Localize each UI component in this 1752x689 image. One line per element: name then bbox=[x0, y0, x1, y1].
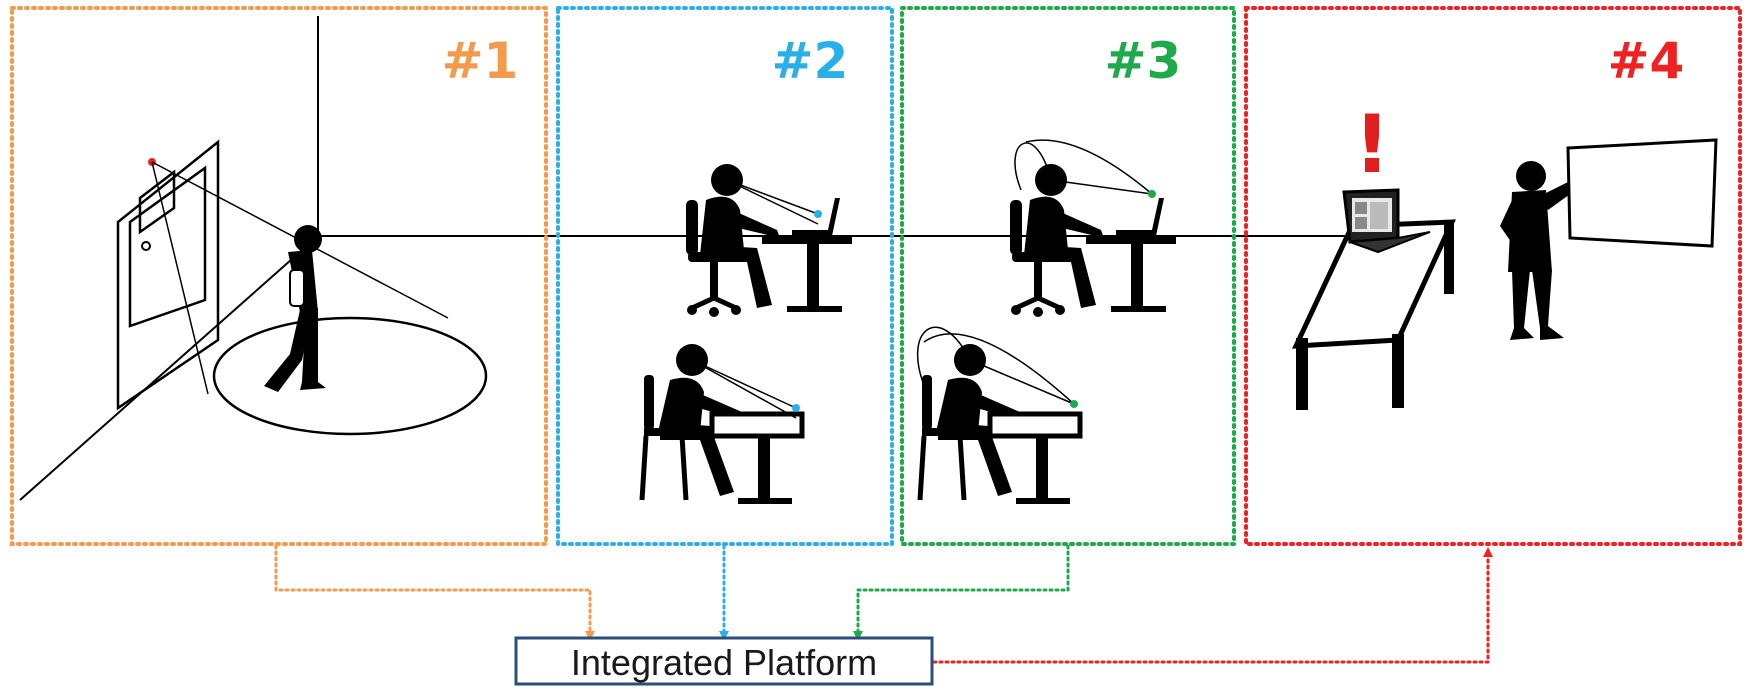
laptop-icon bbox=[1342, 188, 1431, 254]
zone-3-frame bbox=[900, 6, 1236, 546]
seated-laptop-person-icon bbox=[1010, 139, 1176, 317]
zone-4-scene: ! bbox=[1291, 98, 1718, 410]
alert-symbol: ! bbox=[1354, 98, 1390, 191]
zone-4-frame bbox=[1244, 6, 1742, 546]
zone-4-label: #4 bbox=[1608, 32, 1685, 90]
zone-3-scene bbox=[916, 139, 1176, 504]
seated-desk-person-icon bbox=[642, 344, 802, 504]
zone-2-frame bbox=[556, 6, 894, 546]
whiteboard-icon bbox=[1566, 138, 1718, 248]
zone-1-connector bbox=[274, 544, 595, 641]
table-icon bbox=[1291, 219, 1456, 410]
alert-icon: ! bbox=[1354, 98, 1390, 191]
integrated-platform-label: Integrated Platform bbox=[571, 642, 877, 683]
zone-1-label: #1 bbox=[442, 32, 519, 90]
seated-laptop-person-icon bbox=[686, 164, 852, 317]
integrated-platform-box bbox=[514, 636, 934, 686]
zone-2-label: #2 bbox=[772, 32, 849, 90]
zone-2-scene bbox=[642, 164, 852, 504]
walking-person-icon bbox=[264, 225, 326, 392]
zone-3-connector bbox=[853, 544, 1070, 641]
seated-desk-person-icon bbox=[916, 326, 1080, 504]
zone-1-frame bbox=[10, 6, 548, 546]
platform-to-zone-4-connector bbox=[932, 547, 1493, 664]
zone-1-scene bbox=[19, 16, 488, 501]
zone-3-label: #3 bbox=[1105, 32, 1182, 90]
